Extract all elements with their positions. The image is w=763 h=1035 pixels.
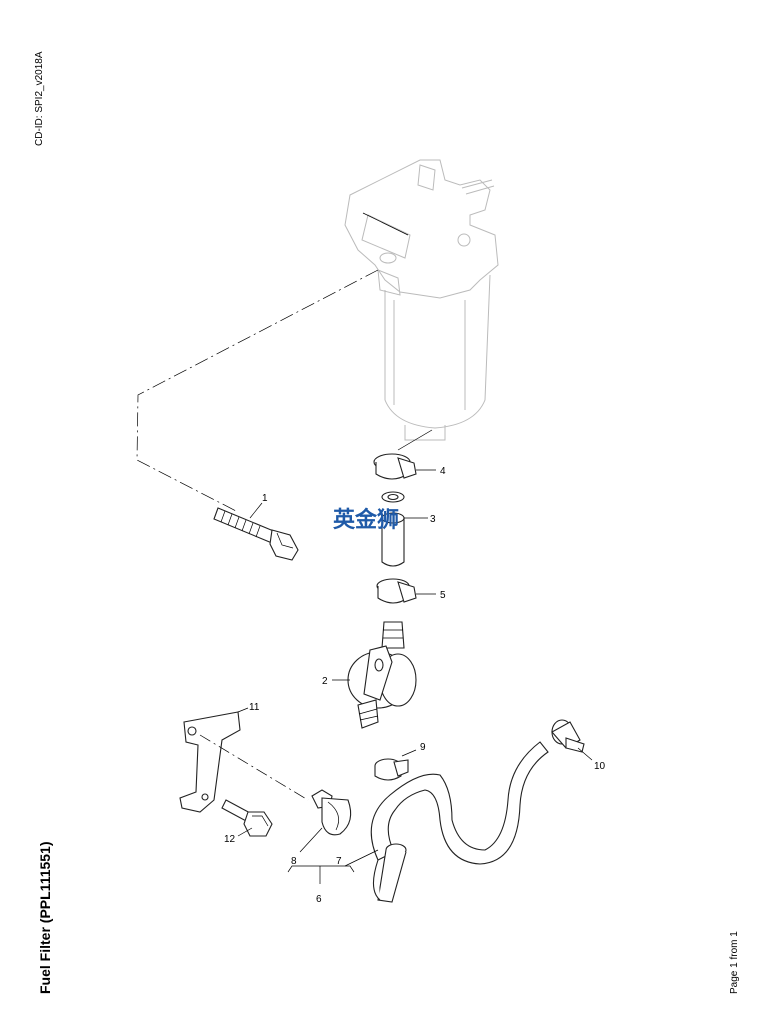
callout-1: 1: [262, 493, 268, 504]
callout-3: 3: [430, 514, 436, 525]
primer-pump-part-2: [347, 621, 417, 729]
hose-clamp-part-9: [374, 758, 409, 781]
callout-6: 6: [316, 894, 322, 905]
callout-12: 12: [224, 834, 236, 845]
fuel-hose-part-7: [370, 741, 549, 903]
callout-7: 7: [336, 856, 342, 867]
callout-10: 10: [594, 761, 606, 772]
p-clip-part-8: [311, 789, 352, 836]
callout-5: 5: [440, 590, 446, 601]
callout-8: 8: [291, 856, 297, 867]
callout-9: 9: [420, 742, 426, 753]
bolt-part-1: [213, 507, 299, 561]
mounting-bracket-part-11: [179, 711, 241, 813]
callout-11: 11: [249, 702, 260, 713]
bolt-part-12: [221, 799, 273, 837]
hose-clamp-part-10: [551, 719, 585, 753]
hose-clamp-part-4: [373, 453, 417, 480]
callout-2: 2: [322, 676, 328, 687]
callout-4: 4: [440, 466, 446, 477]
filter-housing-ghost: [344, 159, 499, 441]
hose-clamp-part-5: [376, 578, 417, 604]
watermark-text: 英金狮: [333, 507, 399, 533]
